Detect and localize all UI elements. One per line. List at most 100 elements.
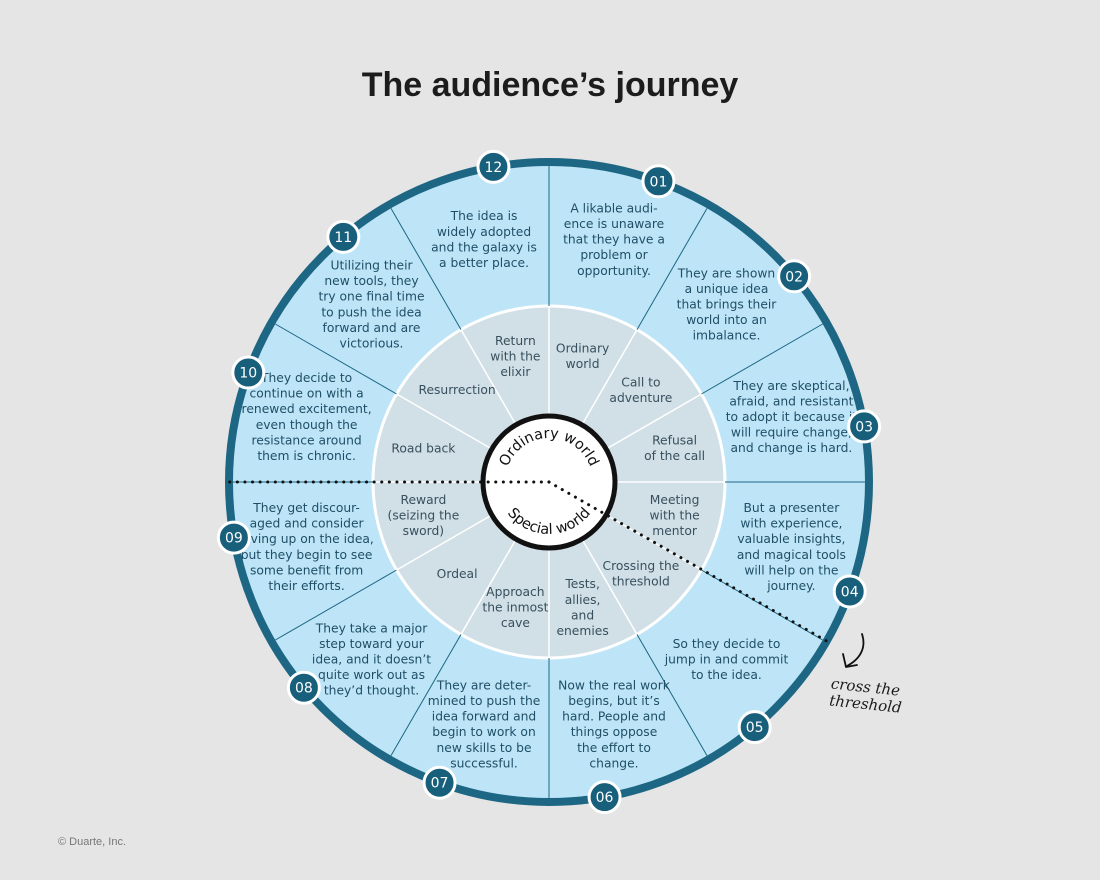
step-description-line: that they have a <box>563 233 665 247</box>
step-number-badge <box>216 520 251 555</box>
inner-divider <box>460 538 517 635</box>
step-description-line: some benefit from <box>250 563 363 577</box>
step-description-line: the effort to <box>577 741 651 755</box>
step-description-line: imbalance. <box>693 329 761 343</box>
step-description-line: change. <box>589 756 638 770</box>
step-description-line: a unique idea <box>685 282 769 296</box>
step-07: They are deter-mined to push the idea for… <box>422 585 549 800</box>
step-description-line: and the galaxy is <box>431 240 537 254</box>
outer-divider <box>701 323 823 395</box>
step-description-line: new skills to be <box>436 741 531 755</box>
step-description-line: to adopt it because it <box>726 410 858 424</box>
stage-label-line: mentor <box>652 524 698 538</box>
step-number-badge <box>847 409 882 444</box>
stage-label-line: allies, <box>565 593 601 607</box>
step-description-line: them is chronic. <box>257 449 356 463</box>
step-description-line: will require change, <box>731 426 852 440</box>
step-description-line: renewed excitement, <box>242 402 372 416</box>
stage-label-line: cave <box>501 616 530 630</box>
stage-label-line: Meeting <box>650 493 700 507</box>
outer-divider <box>390 208 462 330</box>
stage-label-line: Refusal <box>652 434 697 448</box>
step-description-line: things oppose <box>571 725 658 739</box>
inner-divider <box>460 329 517 426</box>
step-number: 06 <box>596 790 614 806</box>
step-number-badge <box>422 765 457 800</box>
step-number-badge <box>737 710 772 745</box>
stage-label-line: threshold <box>612 575 670 589</box>
step-number: 08 <box>295 681 313 697</box>
step-number: 12 <box>485 160 503 176</box>
step-description-line: A likable audi- <box>570 201 657 215</box>
step-description-line: But a presenter <box>744 501 841 515</box>
step-description-line: widely adopted <box>437 225 531 239</box>
step-description-line: journey. <box>766 579 815 593</box>
stage-label-line: adventure <box>609 391 672 405</box>
step-description-line: step toward your <box>319 637 425 651</box>
step-number: 04 <box>841 584 859 600</box>
stage-label-line: Crossing the <box>602 559 679 573</box>
step-description-line: They take a major <box>315 621 428 635</box>
step-description-line: try one final time <box>318 290 424 304</box>
step-03: They are skeptical,afraid, and resistant… <box>644 379 882 463</box>
step-description-line: their efforts. <box>268 579 344 593</box>
step-description-line: The idea is <box>450 209 518 223</box>
inner-divider <box>396 393 493 450</box>
step-description-line: valuable insights, <box>737 532 845 546</box>
step-description-line: They get discour- <box>252 501 360 515</box>
step-description-line: continue on with a <box>250 387 364 401</box>
step-number: 10 <box>239 366 257 382</box>
step-number: 07 <box>431 776 449 792</box>
step-description-line: So they decide to <box>673 637 781 651</box>
step-description-line: and change is hard. <box>730 441 852 455</box>
step-number-badge <box>587 780 622 815</box>
step-description-line: quite work out as <box>318 668 425 682</box>
step-number: 05 <box>746 720 764 736</box>
step-description-line: idea forward and <box>432 710 536 724</box>
stage-label-line: and <box>571 608 594 622</box>
step-description-line: giving up on the idea, <box>239 532 373 546</box>
step-description-line: that brings their <box>677 298 778 312</box>
step-number-badge <box>476 149 511 184</box>
step-description-line: to the idea. <box>691 668 762 682</box>
step-number-badge <box>231 355 266 390</box>
hand-arrowhead-icon <box>842 653 858 668</box>
outer-divider <box>701 569 823 641</box>
step-description-line: and magical tools <box>737 548 846 562</box>
step-description-line: aged and consider <box>250 517 365 531</box>
step-description-line: world into an <box>686 313 767 327</box>
step-description-line: They are skeptical, <box>732 379 849 393</box>
step-description-line: Now the real work <box>558 678 671 692</box>
step-number-badge <box>832 574 867 609</box>
step-description-line: victorious. <box>340 337 404 351</box>
stage-label-line: Ordinary <box>556 342 609 356</box>
step-number: 09 <box>225 531 243 547</box>
step-description-line: mined to push the <box>428 694 541 708</box>
step-description-line: forward and are <box>323 321 421 335</box>
step-description-line: even though the <box>256 418 358 432</box>
step-number: 02 <box>785 269 803 285</box>
step-number: 03 <box>855 419 873 435</box>
step-description-line: Utilizing their <box>330 259 413 273</box>
stage-label-line: enemies <box>556 624 608 638</box>
step-description-line: idea, and it doesn’t <box>312 653 431 667</box>
outer-divider <box>275 569 397 641</box>
outer-divider <box>636 634 708 756</box>
step-description-line: They are deter- <box>436 678 531 692</box>
step-09: They get discour-aged and considergiving… <box>216 493 459 593</box>
copyright: © Duarte, Inc. <box>58 836 127 848</box>
stage-label-line: Resurrection <box>418 383 495 397</box>
step-description-line: to push the idea <box>321 305 421 319</box>
step-number: 01 <box>650 174 668 190</box>
step-description-line: begin to work on <box>432 725 536 739</box>
step-description-line: begins, but it’s <box>568 694 660 708</box>
stage-label-line: Reward <box>401 493 447 507</box>
inner-divider <box>581 329 638 426</box>
